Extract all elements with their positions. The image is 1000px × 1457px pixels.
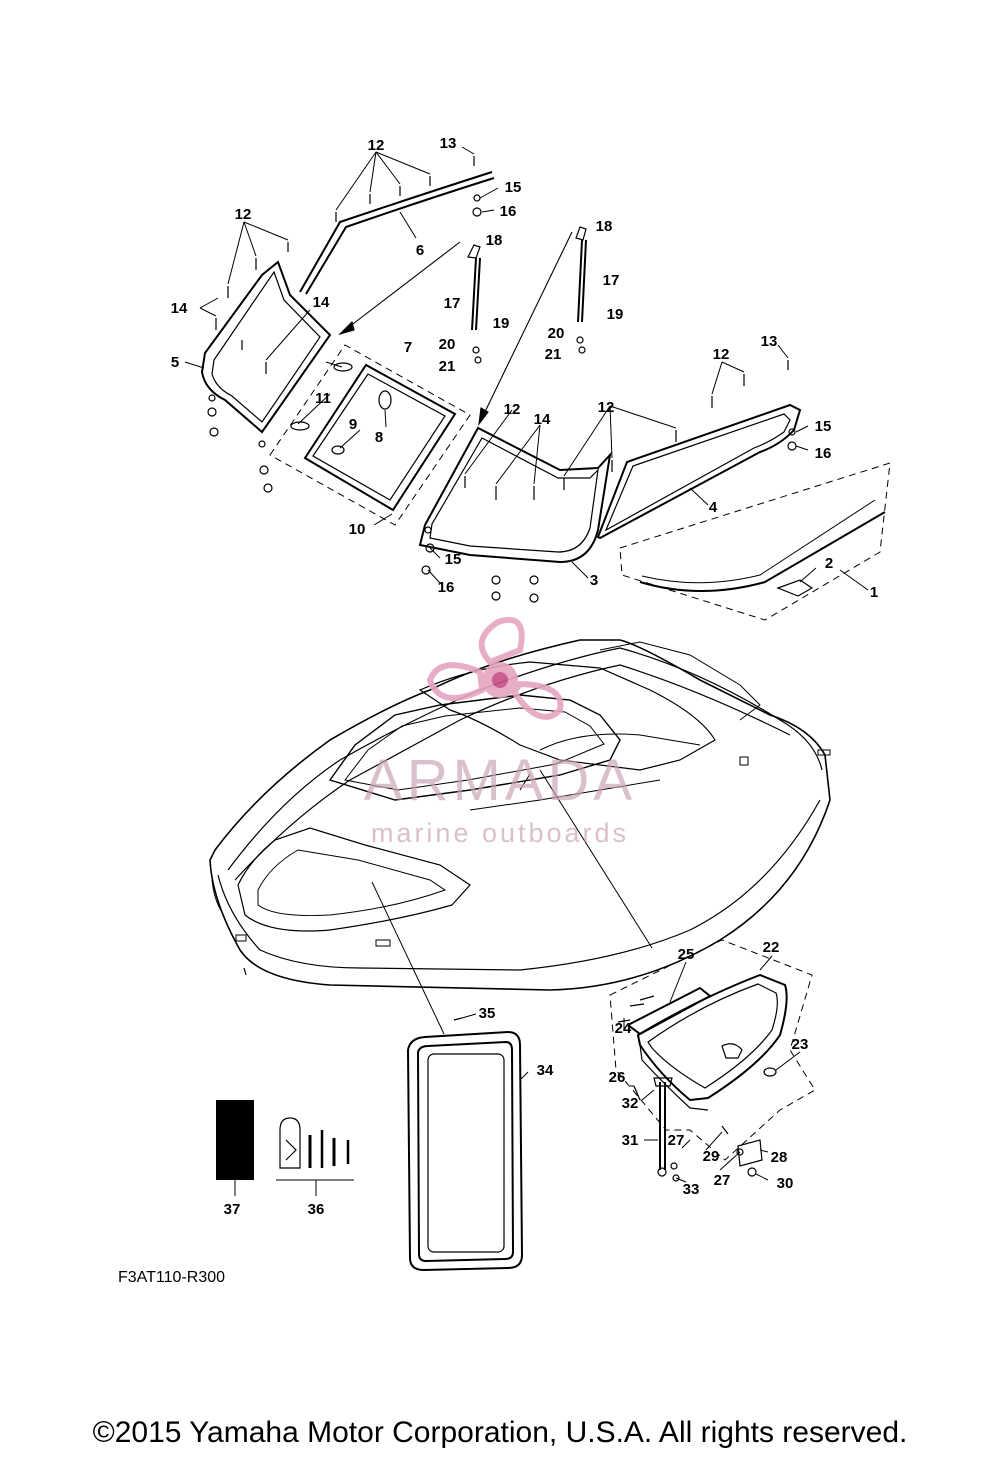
callout-20: 20 — [439, 336, 456, 353]
callout-16: 16 — [500, 203, 517, 220]
part-4-right-windshield — [596, 403, 802, 540]
callout-14: 14 — [313, 294, 330, 311]
part-34-storage-lid — [406, 1013, 529, 1272]
callout-19: 19 — [607, 306, 624, 323]
part-1-trim-cover — [619, 462, 891, 621]
callout-4: 4 — [709, 499, 718, 516]
leader-lines-hull — [371, 769, 653, 1035]
callout-18: 18 — [486, 232, 503, 249]
callout-16: 16 — [438, 579, 455, 596]
callout-12: 12 — [713, 346, 730, 363]
callout-1: 1 — [870, 584, 878, 601]
callout-35: 35 — [479, 1005, 496, 1022]
callout-34: 34 — [537, 1062, 554, 1079]
callout-15: 15 — [445, 551, 462, 568]
callout-29: 29 — [703, 1148, 720, 1165]
callout-8: 8 — [375, 429, 383, 446]
leader-lines-hatch — [623, 955, 801, 1183]
callout-22: 22 — [763, 939, 780, 956]
callout-30: 30 — [777, 1175, 794, 1192]
callout-12: 12 — [598, 399, 615, 416]
part-17-strut-right — [575, 226, 587, 323]
callout-21: 21 — [545, 346, 562, 363]
callout-25: 25 — [678, 946, 695, 963]
part-36-tool-kit — [276, 1117, 354, 1196]
callout-19: 19 — [493, 315, 510, 332]
diagram-code: F3AT110-R300 — [118, 1269, 225, 1286]
callout-7: 7 — [404, 339, 412, 356]
callout-31: 31 — [622, 1132, 639, 1149]
callout-2: 2 — [825, 555, 833, 572]
part-37-pad — [216, 1100, 254, 1196]
callout-17: 17 — [444, 295, 461, 312]
callout-17: 17 — [603, 272, 620, 289]
callout-6: 6 — [416, 242, 424, 259]
watermark-brand: ARMADA — [364, 748, 636, 813]
bolts-12 — [215, 156, 789, 500]
pointer-arrows — [338, 231, 573, 426]
copyright-notice: ©2015 Yamaha Motor Corporation, U.S.A. A… — [93, 1416, 908, 1449]
callout-14: 14 — [534, 411, 551, 428]
callout-12: 12 — [368, 137, 385, 154]
callout-26: 26 — [609, 1069, 626, 1086]
part-5-left-windshield — [184, 260, 332, 434]
callout-21: 21 — [439, 358, 456, 375]
nuts-washers — [207, 194, 797, 603]
callout-18: 18 — [596, 218, 613, 235]
callout-5: 5 — [171, 354, 179, 371]
callout-16: 16 — [815, 445, 832, 462]
part-6-top-rail — [299, 171, 495, 295]
callout-37: 37 — [224, 1201, 241, 1218]
callout-20: 20 — [548, 325, 565, 342]
callout-28: 28 — [771, 1149, 788, 1166]
part-22-hatch-assembly — [609, 939, 816, 1182]
watermark-tagline: marine outboards — [371, 818, 629, 848]
callout-12: 12 — [235, 206, 252, 223]
part-7-walkthrough-door — [269, 344, 471, 526]
callout-27: 27 — [668, 1132, 685, 1149]
callout-13: 13 — [761, 333, 778, 350]
callout-24: 24 — [615, 1020, 632, 1037]
boat-hull — [209, 639, 831, 991]
callout-10: 10 — [349, 521, 366, 538]
callout-11: 11 — [315, 390, 331, 407]
callout-15: 15 — [505, 179, 522, 196]
part-17-strut-left — [467, 244, 481, 331]
part-3-center-windshield — [418, 426, 612, 564]
watermark-logo: ARMADA marine outboards — [364, 617, 636, 848]
callout-13: 13 — [440, 135, 457, 152]
callout-27: 27 — [714, 1172, 731, 1189]
callout-23: 23 — [792, 1036, 809, 1053]
callout-labels: 1 2 3 4 5 6 7 8 9 10 11 12 12 12 12 12 1… — [171, 135, 879, 1218]
callout-36: 36 — [308, 1201, 325, 1218]
callout-14: 14 — [171, 300, 188, 317]
callout-32: 32 — [622, 1095, 639, 1112]
callout-33: 33 — [683, 1181, 700, 1198]
callout-9: 9 — [349, 416, 357, 433]
callout-3: 3 — [590, 572, 598, 589]
callout-12: 12 — [504, 401, 521, 418]
leader-lines-top — [199, 146, 817, 584]
callout-15: 15 — [815, 418, 832, 435]
